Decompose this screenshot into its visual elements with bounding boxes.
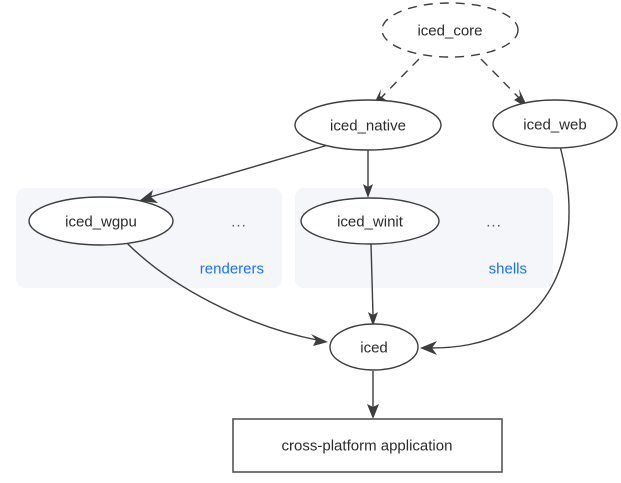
node-iced-web[interactable]: iced_web (492, 99, 618, 149)
edge-iced-native-to-iced-wgpu-line (149, 142, 336, 198)
group-shells-label: shells (489, 261, 527, 278)
edge-iced-native-to-iced-wgpu (139, 142, 336, 203)
node-application-shape[interactable] (232, 418, 503, 473)
node-iced-core-shape[interactable] (381, 2, 519, 58)
edge-iced-web-to-iced-line (430, 145, 570, 349)
node-iced-core[interactable]: iced_core (381, 2, 519, 58)
node-iced-native[interactable]: iced_native (294, 99, 442, 151)
node-application[interactable]: cross-platform application (232, 418, 503, 473)
edge-iced-web-to-iced (420, 145, 570, 355)
node-iced[interactable]: iced (329, 323, 419, 371)
edge-iced-to-application (367, 371, 379, 419)
edge-iced-core-to-iced-web (469, 47, 528, 108)
node-iced-label: iced (360, 340, 388, 357)
edge-iced-winit-to-iced-line (370, 243, 374, 316)
node-application-label: cross-platform application (282, 438, 453, 455)
group-shells-ellipsis: ... (486, 214, 502, 231)
node-iced-wgpu[interactable]: iced_wgpu (28, 196, 174, 246)
node-iced-winit-label: iced_winit (337, 214, 404, 231)
edge-iced-wgpu-to-iced (123, 239, 328, 346)
group-renderers-label: renderers (200, 261, 264, 278)
group-renderers-ellipsis: ... (231, 214, 247, 231)
edge-iced-native-to-iced-winit (363, 148, 373, 198)
node-iced-web-shape[interactable] (492, 99, 618, 149)
edge-iced-wgpu-to-iced-arrowhead (311, 334, 328, 346)
edge-iced-core-to-iced-native (372, 47, 431, 108)
edge-iced-to-application-arrowhead (367, 404, 379, 419)
node-iced-wgpu-shape[interactable] (28, 196, 174, 246)
node-iced-wgpu-label: iced_wgpu (65, 214, 137, 231)
edge-iced-core-to-iced-web-line (469, 47, 522, 101)
node-iced-winit[interactable]: iced_winit (300, 197, 440, 245)
edge-iced-wgpu-to-iced-line (123, 239, 318, 341)
node-iced-core-label: iced_core (417, 23, 482, 40)
node-iced-native-shape[interactable] (294, 99, 442, 151)
edge-iced-winit-to-iced-arrowhead (368, 312, 378, 326)
edge-iced-web-to-iced-arrowhead (420, 341, 437, 355)
node-iced-web-label: iced_web (523, 117, 586, 134)
edge-iced-winit-to-iced (368, 243, 378, 326)
edge-iced-native-to-iced-winit-arrowhead (363, 184, 373, 198)
node-iced-winit-shape[interactable] (300, 197, 440, 245)
node-iced-native-label: iced_native (330, 118, 406, 135)
edge-iced-native-to-iced-wgpu-arrowhead (139, 190, 158, 203)
node-iced-shape[interactable] (329, 323, 419, 371)
edge-iced-core-to-iced-native-line (378, 47, 431, 101)
